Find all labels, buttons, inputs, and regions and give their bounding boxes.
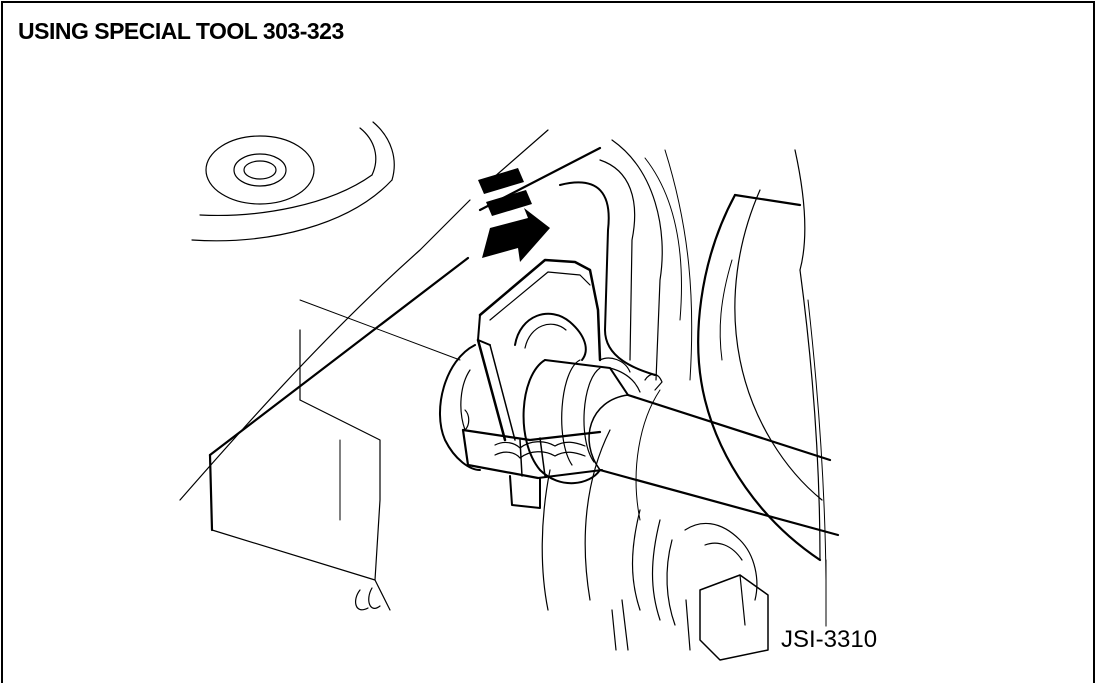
lower-bearing <box>541 429 769 661</box>
recess-nut <box>438 344 481 471</box>
special-tool-fork <box>461 258 603 509</box>
direction-arrow-icon <box>478 168 550 262</box>
shaft-collar <box>522 359 641 485</box>
large-ring <box>635 149 827 627</box>
figure-title: USING SPECIAL TOOL 303-323 <box>18 18 344 44</box>
shaft <box>588 393 840 537</box>
fork-clips <box>599 357 663 391</box>
housing-edges <box>179 129 602 611</box>
boss-circles <box>191 121 395 242</box>
figure-id-label: JSI-3310 <box>781 626 878 653</box>
housing-flange <box>559 139 693 381</box>
